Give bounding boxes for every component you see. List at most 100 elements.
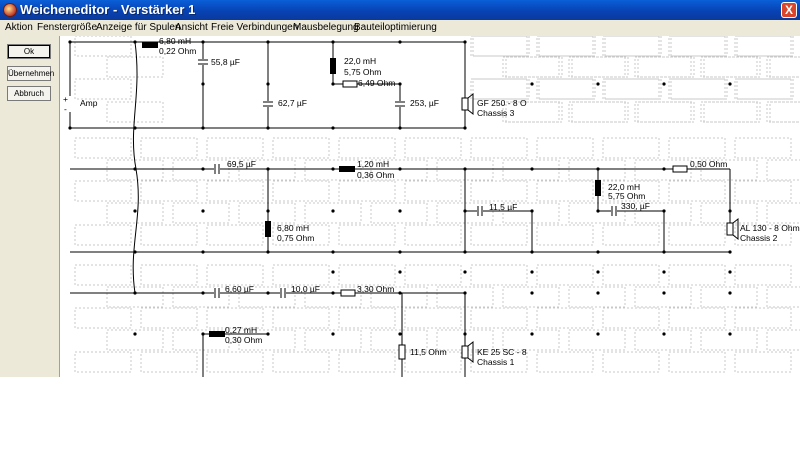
coil-5-value: 22,0 mH (608, 182, 641, 192)
junction-dot (463, 291, 467, 295)
junction-dot (266, 167, 270, 171)
amp-minus: - (64, 104, 67, 114)
empty-slot (602, 351, 660, 373)
ok-button[interactable]: Ok (7, 44, 51, 59)
junction-dot (398, 209, 402, 213)
empty-slot (568, 286, 626, 308)
cap-gap (197, 59, 209, 65)
empty-slot (571, 101, 629, 123)
junction-dot (201, 40, 205, 44)
empty-slot (602, 180, 660, 202)
cancel-button[interactable]: Abbruch (7, 86, 51, 101)
empty-slot (502, 329, 560, 351)
menu-anzeige-fuer-spulen[interactable]: Anzeige für Spulen (96, 22, 181, 33)
menu-mausbelegung[interactable]: Mausbelegung (293, 22, 359, 33)
cap-gap (214, 287, 220, 299)
empty-slot (74, 180, 132, 202)
junction-dot (530, 270, 534, 274)
junction-dot (728, 291, 732, 295)
coil-4 (265, 221, 271, 237)
empty-slot (536, 351, 594, 373)
res-3-label: 3,30 Ohm (357, 284, 395, 294)
empty-slot (404, 307, 462, 329)
empty-slot (703, 56, 761, 78)
menu-freie-verbindungen[interactable]: Freie Verbindungen (211, 22, 299, 33)
junction-dot (201, 291, 205, 295)
empty-slot (338, 137, 396, 159)
weicheneditor-window: Weicheneditor - Verstärker 1 X Aktion Fe… (0, 0, 800, 377)
empty-slot (634, 202, 692, 224)
empty-slot (74, 78, 132, 100)
junction-dot (266, 209, 270, 213)
empty-slot (602, 137, 660, 159)
menu-ansicht[interactable]: Ansicht (175, 22, 208, 33)
empty-slot (272, 264, 330, 286)
empty-slot (769, 101, 800, 123)
junction-dot (201, 250, 205, 254)
chassis-3-speaker (461, 92, 474, 116)
junction-dot (530, 291, 534, 295)
empty-slot (238, 286, 296, 308)
empty-slot (74, 36, 132, 57)
empty-slot (734, 36, 792, 57)
junction-dot (728, 250, 732, 254)
cap-gap (280, 287, 286, 299)
empty-slot (538, 78, 596, 100)
cap-1-label: 55,8 µF (211, 57, 240, 67)
cap-8-label: 10,0 µF (291, 284, 320, 294)
junction-dot (266, 40, 270, 44)
empty-slot (568, 56, 626, 78)
cap-gap (477, 205, 483, 217)
empty-slot (734, 78, 792, 100)
side-panel: Ok Übernehmen Abbruch (0, 36, 60, 377)
res-3 (340, 289, 356, 297)
empty-slot (502, 56, 560, 78)
chassis-3-label: Chassis 3 (477, 108, 515, 118)
title-bar[interactable]: Weicheneditor - Verstärker 1 X (0, 0, 800, 20)
junction-dot (463, 332, 467, 336)
junction-dot (133, 40, 137, 44)
schematic-canvas[interactable]: + - Amp 6,80 mH 0,22 Ohm 55,8 µF 62,7 µF… (60, 36, 800, 377)
empty-slot (172, 202, 230, 224)
empty-slot (206, 307, 264, 329)
junction-dot (463, 126, 467, 130)
menu-bauteiloptimierung[interactable]: Bauteiloptimierung (354, 22, 437, 33)
junction-dot (266, 82, 270, 86)
empty-slot (304, 329, 362, 351)
empty-slot (634, 101, 692, 123)
empty-slot (74, 137, 132, 159)
coil-1 (142, 42, 158, 48)
empty-slot (74, 351, 132, 373)
empty-slot (634, 329, 692, 351)
crossover-schematic[interactable] (60, 36, 800, 377)
empty-slot (604, 36, 662, 57)
empty-slot (766, 56, 800, 78)
menu-fenstergroesse[interactable]: Fenstergröße (37, 22, 98, 33)
cap-3 (394, 101, 406, 107)
junction-dot (662, 332, 666, 336)
junction-dot (728, 82, 732, 86)
speaker-cone (467, 340, 474, 364)
menu-aktion[interactable]: Aktion (5, 22, 33, 33)
junction-dot (662, 82, 666, 86)
coil-2 (330, 58, 336, 74)
coil-5 (595, 180, 601, 196)
res-2 (672, 165, 688, 173)
empty-slot (140, 180, 198, 202)
coil-1-resistance: 0,22 Ohm (159, 46, 197, 56)
empty-slot (703, 101, 761, 123)
empty-slot (568, 101, 626, 123)
empty-slot (602, 224, 660, 246)
junction-dot (596, 250, 600, 254)
empty-slot (602, 78, 660, 100)
close-button[interactable]: X (781, 2, 797, 18)
junction-dot (463, 270, 467, 274)
cap-3-label: 253, µF (410, 98, 439, 108)
empty-slot (502, 159, 560, 181)
coil-2-resistance: 5,75 Ohm (344, 67, 382, 77)
cap-5-label: 11,5 µF (489, 202, 518, 212)
apply-button[interactable]: Übernehmen (7, 66, 54, 81)
junction-dot (133, 291, 137, 295)
res-4 (398, 344, 406, 360)
junction-dot (266, 250, 270, 254)
